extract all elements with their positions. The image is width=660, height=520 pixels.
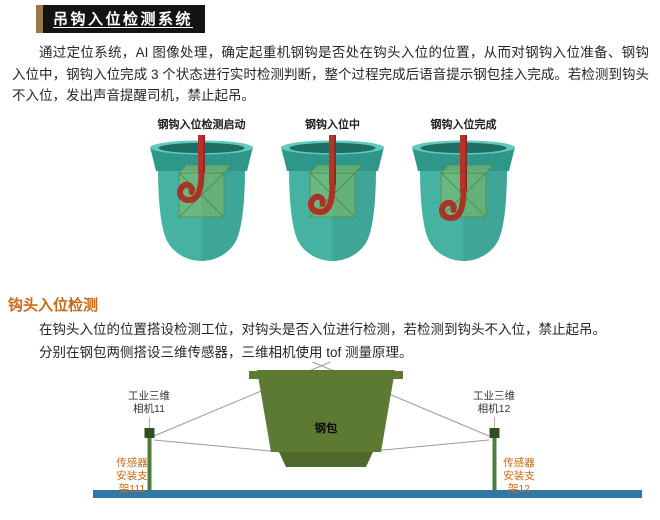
hook-rod [198, 135, 205, 173]
post-left [147, 438, 152, 490]
intro-paragraph: 通过定位系统，AI 图像处理，确定起重机钢钩是否处在钩头入位的位置，从而对钢钩入… [12, 45, 649, 103]
hook [439, 188, 467, 222]
diagram-canvas [93, 362, 642, 498]
camera-right-marker [489, 428, 500, 438]
label-connectors [149, 417, 495, 428]
hook [177, 170, 205, 204]
ladle-shape [249, 370, 403, 467]
page-title: 吊钩入位检测系统 [53, 11, 194, 28]
hook-rod-shade [203, 135, 205, 173]
bracket-left-label: 传感器 安装支 架111 [116, 457, 148, 495]
stage-item-start: 钢钩入位检测启动 [143, 116, 260, 265]
section-text-1: 在钩头入位的位置搭设检测工位，对钩头是否入位进行检测，若检测到钩头不入位，禁止起… [39, 322, 606, 337]
section-heading: 钩头入位检测 [8, 297, 99, 314]
stage-label: 钢钩入位中 [305, 119, 360, 131]
title-bar: 吊钩入位检测系统 [36, 5, 206, 33]
bracket-right-label: 传感器 安装支 架12 [503, 457, 535, 495]
hook-rod-shade [465, 135, 467, 191]
stage-item-complete: 钢钩入位完成 [405, 116, 522, 265]
camera-left-marker [144, 428, 155, 438]
camera-left-label: 工业三维 相机11 [128, 390, 170, 415]
hook-rod [460, 135, 467, 191]
ladle-bucket-image [149, 135, 254, 262]
ladle-bucket-image [411, 135, 516, 262]
stage-label: 钢钩入位完成 [430, 119, 497, 131]
ladle-bucket-image [280, 135, 385, 262]
ground-rail [93, 490, 642, 498]
camera-right-label: 工业三维 相机12 [473, 390, 515, 415]
hook [308, 182, 336, 216]
ladle-label: 钢包 [314, 423, 338, 435]
post-right [492, 438, 497, 490]
tof-diagram: 工业三维 相机11 工业三维 相机12 钢包 传感器 安装支 架111 传感器 … [85, 362, 650, 512]
stage-label: 钢钩入位检测启动 [157, 119, 246, 131]
stage-item-inprogress: 钢钩入位中 [274, 116, 391, 265]
hook-rod-shade [334, 135, 336, 185]
hook-rod [329, 135, 336, 185]
section-text-2: 分别在钢包两侧搭设三维传感器，三维相机使用 tof 测量原理。 [39, 345, 413, 360]
stage-row: 钢钩入位检测启动 钢钩入位中 钢钩入位完成 [143, 116, 522, 265]
